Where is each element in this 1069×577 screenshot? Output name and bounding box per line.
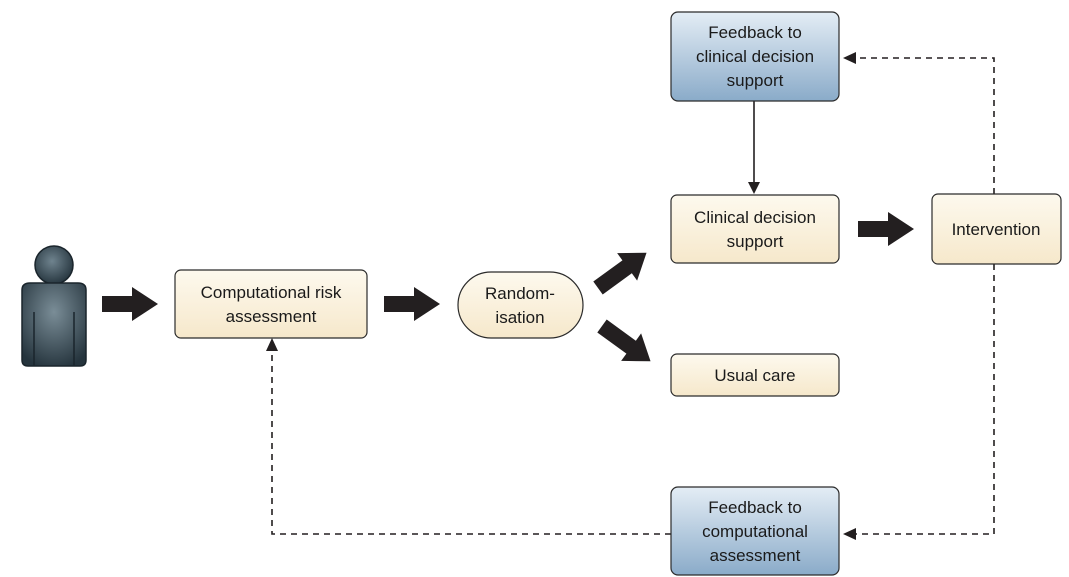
- arrow-random-to-cds: [593, 252, 647, 295]
- risk-assessment-line1: Computational risk: [201, 283, 342, 302]
- cds-line2: support: [727, 232, 784, 251]
- feedback-comp-line3: assessment: [710, 546, 801, 565]
- dashed-intervention-to-feedback-comp: [855, 264, 995, 535]
- feedback-cds-line2: clinical decision: [696, 47, 814, 66]
- dashed-arrows: [271, 57, 995, 535]
- arrow-person-to-risk: [102, 287, 158, 321]
- node-clinical-decision-support: Clinical decision support: [670, 194, 840, 264]
- node-intervention: Intervention: [931, 193, 1062, 265]
- dashed-intervention-to-feedback-cds: [855, 57, 995, 194]
- feedback-comp-line2: computational: [702, 522, 808, 541]
- node-feedback-cds: Feedback to clinical decision support: [670, 11, 840, 102]
- intervention-label: Intervention: [952, 220, 1041, 239]
- node-feedback-computational: Feedback to computational assessment: [670, 486, 840, 576]
- arrow-cds-to-intervention: [858, 212, 914, 246]
- feedback-cds-line3: support: [727, 71, 784, 90]
- feedback-cds-line1: Feedback to: [708, 23, 802, 42]
- person-icon: [21, 245, 87, 367]
- dashed-feedback-comp-to-risk: [271, 350, 671, 535]
- node-risk-assessment: Computational risk assessment: [174, 269, 368, 339]
- cds-line1: Clinical decision: [694, 208, 816, 227]
- randomisation-line2: isation: [495, 308, 544, 327]
- usual-care-label: Usual care: [714, 366, 795, 385]
- solid-arrow-feedback-to-cds: [748, 101, 760, 194]
- arrow-random-to-usual: [597, 319, 651, 362]
- risk-assessment-line2: assessment: [226, 307, 317, 326]
- feedback-comp-line1: Feedback to: [708, 498, 802, 517]
- randomisation-line1: Random-: [485, 284, 555, 303]
- arrow-risk-to-random: [384, 287, 440, 321]
- node-randomisation: Random- isation: [457, 271, 584, 339]
- node-usual-care: Usual care: [670, 353, 840, 397]
- thick-arrows: [102, 212, 914, 362]
- dashed-arrowheads: [266, 52, 856, 540]
